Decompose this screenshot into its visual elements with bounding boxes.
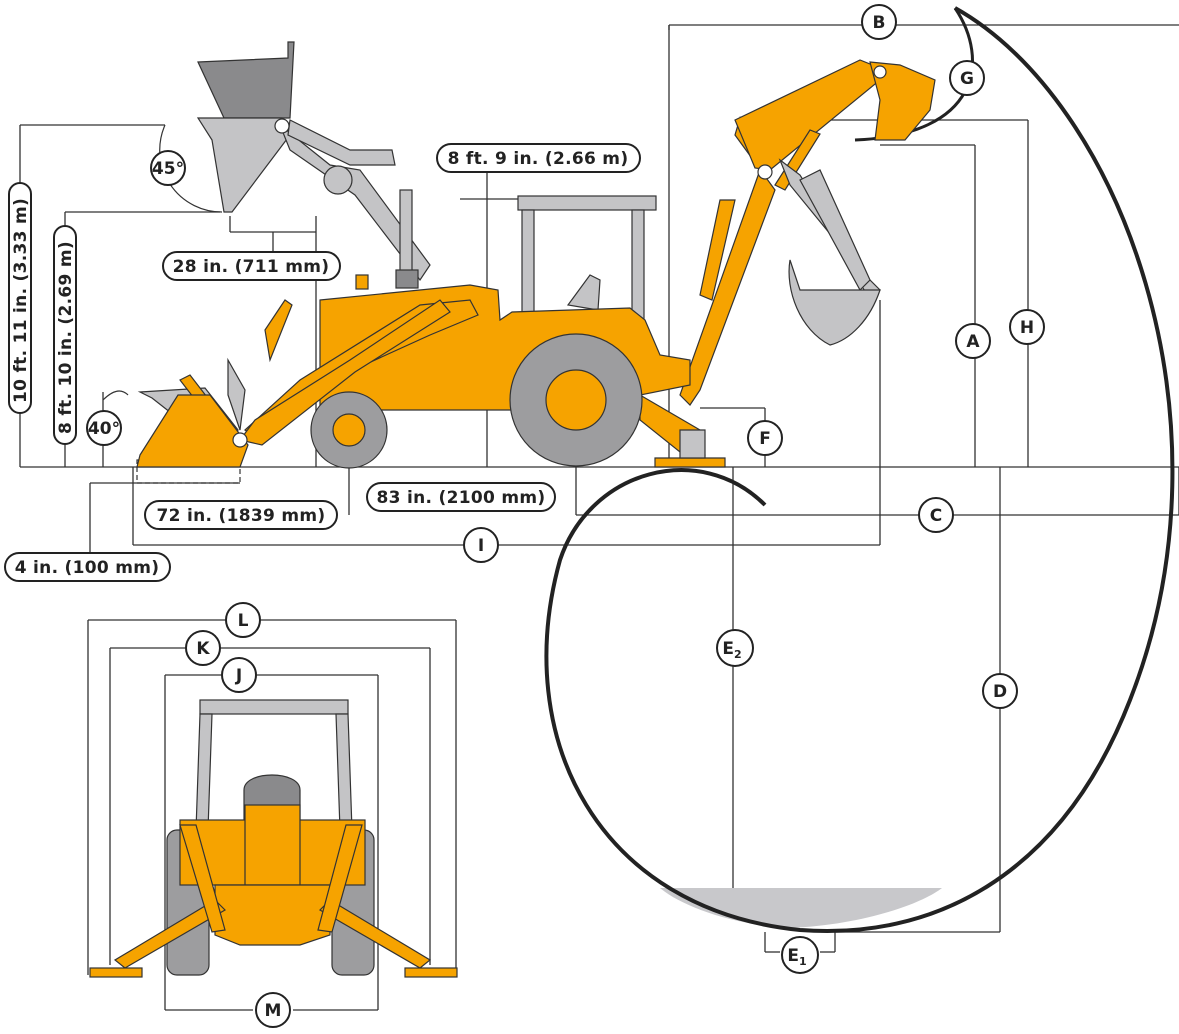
dimension-letter-J: J: [221, 657, 257, 693]
label-wheelbase-rear: 83 in. (2100 mm): [366, 482, 556, 512]
dimension-letter-K: K: [185, 630, 221, 666]
dimension-letter-H: H: [1009, 309, 1045, 345]
svg-text:I: I: [478, 536, 484, 556]
backhoe-loader-rear-view: [89, 699, 458, 978]
dump-angle-text: 45°: [152, 159, 184, 179]
dimension-letter-E1: E1: [781, 936, 819, 974]
dimension-letter-D: D: [982, 673, 1018, 709]
svg-text:D: D: [993, 682, 1007, 702]
loader-raised-ghost: [196, 41, 431, 282]
svg-text:G: G: [960, 69, 974, 89]
svg-text:A: A: [966, 332, 980, 352]
dump-height-text: 8 ft. 10 in. (2.69 m): [56, 241, 76, 434]
digging-envelope: [544, 6, 1175, 933]
wheelbase-front-text: 72 in. (1839 mm): [157, 506, 326, 526]
label-wheelbase-front: 72 in. (1839 mm): [144, 500, 338, 530]
dimension-letter-F: F: [747, 420, 783, 456]
svg-text:H: H: [1020, 318, 1034, 338]
dimension-letter-G: G: [949, 60, 985, 96]
dimension-letter-M: M: [255, 992, 291, 1028]
dimension-letter-L: L: [225, 602, 261, 638]
wheelbase-rear-text: 83 in. (2100 mm): [377, 488, 546, 508]
label-dig-depth: 4 in. (100 mm): [4, 552, 171, 582]
svg-text:E2: E2: [722, 639, 741, 661]
label-bucket-lift-height: 10 ft. 11 in. (3.33 m): [8, 182, 32, 414]
svg-text:K: K: [196, 639, 210, 659]
label-rollback-angle: 40°: [86, 390, 129, 446]
dig-depth-text: 4 in. (100 mm): [15, 558, 160, 578]
dimension-letter-B: B: [861, 4, 897, 40]
cab-height-text: 8 ft. 9 in. (2.66 m): [448, 149, 629, 169]
rollback-angle-text: 40°: [88, 419, 120, 439]
dimension-letter-I: I: [463, 527, 499, 563]
svg-text:M: M: [265, 1001, 282, 1021]
svg-text:F: F: [759, 429, 771, 449]
label-dump-angle: 45°: [150, 124, 223, 213]
svg-text:L: L: [238, 611, 249, 631]
dimension-letter-A: A: [955, 323, 991, 359]
label-dump-height: 8 ft. 10 in. (2.69 m): [53, 225, 77, 445]
svg-text:E1: E1: [787, 946, 806, 968]
backhoe-loader-side-view: [136, 59, 936, 469]
dimension-letter-E2: E2: [716, 629, 754, 667]
svg-text:J: J: [235, 666, 242, 686]
bucket-lift-height-text: 10 ft. 11 in. (3.33 m): [11, 198, 31, 403]
dimension-letter-C: C: [918, 497, 954, 533]
label-dump-reach: 28 in. (711 mm): [162, 251, 341, 281]
rear-view-frame-lines: [87, 619, 457, 1011]
label-cab-height: 8 ft. 9 in. (2.66 m): [436, 143, 641, 173]
svg-text:C: C: [930, 506, 942, 526]
dump-reach-text: 28 in. (711 mm): [173, 257, 330, 277]
svg-text:B: B: [873, 13, 886, 33]
